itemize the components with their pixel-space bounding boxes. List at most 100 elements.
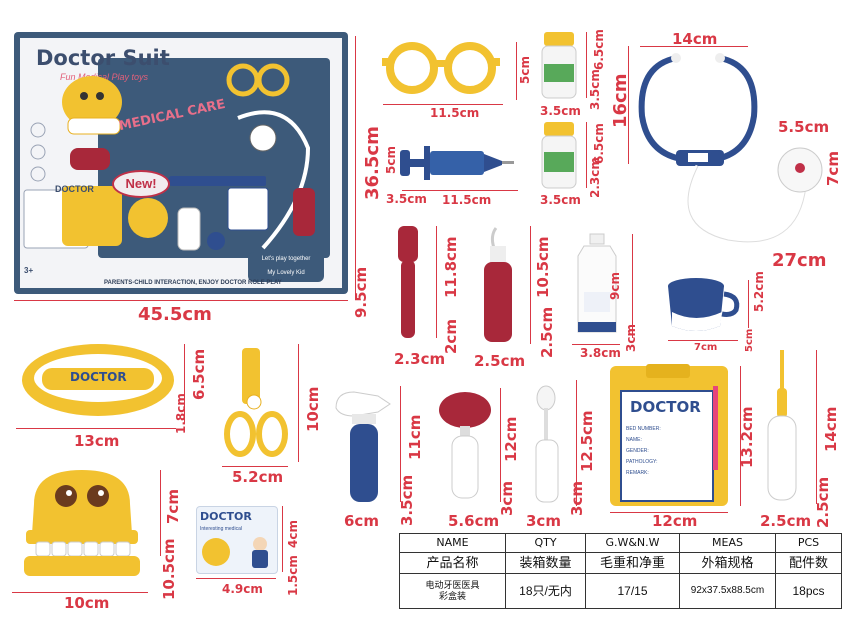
- teeth-width-dim: 10cm: [64, 594, 110, 612]
- header-pcs: PCS: [775, 533, 842, 553]
- card-height-line: [282, 506, 283, 572]
- syringe-depth-dim: 3.5cm: [386, 192, 427, 206]
- table-header-cn: 产品名称 装箱数量 毛重和净重 外箱规格 配件数: [399, 552, 842, 574]
- age-label: 3+: [24, 266, 34, 275]
- white-bottle-icon: [577, 233, 617, 333]
- clipboard-width-dim: 12cm: [652, 512, 698, 530]
- header-name-cn: 产品名称: [399, 552, 506, 574]
- header-name: NAME: [399, 533, 506, 553]
- mirror-width-dim: 3cm: [526, 512, 561, 530]
- clipboard-title: DOCTOR: [630, 398, 701, 416]
- card-subtitle: Interesting medical: [200, 526, 242, 532]
- card-width-dim: 4.9cm: [222, 582, 263, 596]
- box-width-dim: 45.5cm: [138, 304, 212, 325]
- scissors-width-line: [222, 466, 288, 467]
- clipboard-field: REMARK:: [626, 470, 649, 476]
- syringe-width-dim: 11.5cm: [442, 193, 492, 207]
- header-qty-cn: 装箱数量: [505, 552, 586, 574]
- hammer-depth-dim: 3cm: [498, 481, 516, 516]
- whitebottle-width-dim: 3.8cm: [580, 346, 621, 360]
- steth-length-dim: 27cm: [772, 250, 827, 271]
- box-tagline: PARENTS-CHILD INTERACTION, ENJOY DOCTOR …: [104, 280, 282, 286]
- mirror-height-line: [576, 380, 577, 506]
- syringe-width-line: [402, 190, 518, 191]
- box-toys-illustration: [62, 63, 315, 251]
- redbottle-depth-dim: 2.5cm: [538, 306, 556, 358]
- brand-title: Doctor Suit: [36, 46, 170, 70]
- header-qty: QTY: [505, 533, 586, 553]
- chestpiece-width-dim: 5.5cm: [778, 118, 830, 136]
- glasses-width-line: [383, 104, 503, 105]
- brand-subtitle: Fun Medical Play toys: [60, 72, 149, 82]
- cell-pcs: 18pcs: [775, 573, 842, 609]
- toothbrush-height-line: [436, 226, 437, 338]
- toothbrush-height-dim: 11.8cm: [442, 236, 460, 298]
- thermo-width-dim: 2.5cm: [760, 512, 812, 530]
- cup-icon: [668, 278, 740, 331]
- box-height-line: [355, 36, 356, 294]
- red-spray-bottle-icon: [484, 227, 512, 342]
- clipboard-fields: BED NUMBER: NAME: GENDER: PATHOLOGY: REM…: [626, 424, 661, 479]
- whitebottle-depth-dim: 3cm: [624, 324, 638, 352]
- card-depth-dim: 1.5cm: [286, 555, 300, 596]
- card-illustration: [202, 537, 268, 568]
- scissors-icon: [224, 348, 288, 457]
- teeth-height-line: [160, 470, 161, 556]
- bottle1-width-dim: 3.5cm: [540, 104, 581, 118]
- mask-width-dim: 13cm: [74, 432, 120, 450]
- cell-weight: 17/15: [585, 573, 680, 609]
- steth-width-line: [640, 46, 748, 47]
- scissors-width-dim: 5.2cm: [232, 468, 284, 486]
- bottle2-width-dim: 3.5cm: [540, 193, 581, 207]
- card-width-line: [196, 578, 276, 579]
- cell-meas: 92x37.5x88.5cm: [679, 573, 776, 609]
- redbottle-height-line: [530, 226, 531, 344]
- new-badge: New!: [112, 170, 170, 198]
- bottle2-depth-dim: 2.3cm: [588, 157, 602, 198]
- cup-height-dim: 5.2cm: [752, 271, 766, 312]
- otoscope-depth-dim: 3.5cm: [398, 474, 416, 526]
- whitebottle-height-line: [632, 234, 633, 338]
- glasses-icon: [382, 42, 500, 94]
- mask-depth-dim: 1.8cm: [174, 393, 188, 434]
- card-height-dim: 4cm: [286, 520, 300, 548]
- scissors-height-dim: 10cm: [304, 386, 322, 432]
- mask-height-line: [184, 344, 185, 424]
- whitebottle-width-line: [572, 344, 620, 345]
- hammer-height-line: [500, 388, 501, 502]
- clipboard-width-line: [610, 512, 728, 513]
- syringe-height-dim: 5cm: [384, 146, 398, 174]
- clipboard-field: BED NUMBER:: [626, 426, 661, 432]
- header-meas-cn: 外箱规格: [679, 552, 776, 574]
- header-meas: MEAS: [679, 533, 776, 553]
- clipboard-height-line: [740, 366, 741, 506]
- cup-depth-dim: 5cm: [744, 328, 755, 352]
- clipboard-sheet: [620, 390, 714, 502]
- scissors-height-line: [298, 344, 299, 462]
- glasses-width-dim: 11.5cm: [430, 106, 480, 120]
- glasses-height-line: [516, 42, 517, 100]
- table-row: 电动牙医医具 彩盒装 18只/无内 17/15 92x37.5x88.5cm 1…: [399, 573, 842, 609]
- clipboard-field: NAME:: [626, 437, 642, 443]
- header-weight: G.W&N.W: [585, 533, 680, 553]
- box-pad-label: DOCTOR: [55, 184, 94, 194]
- syringe-icon: [400, 146, 514, 180]
- toothbrush-icon: [398, 226, 418, 338]
- eye-mask-icon: [22, 344, 174, 416]
- clipboard-clip: [646, 364, 690, 378]
- thermo-height-line: [816, 350, 817, 504]
- whitebottle-height-dim: 9cm: [608, 272, 622, 300]
- clipboard-field: GENDER:: [626, 448, 649, 454]
- otoscope-icon: [335, 391, 391, 502]
- clipboard-height-dim: 13.2cm: [738, 406, 756, 468]
- steth-height-dim: 16cm: [610, 73, 631, 128]
- bottle1-depth-dim: 3.5cm: [588, 69, 602, 110]
- medicine-bottle-1-icon: [541, 32, 577, 99]
- eye-mask-label: DOCTOR: [70, 370, 127, 384]
- toothbrush-depth-dim: 2cm: [442, 319, 460, 354]
- dental-mirror-icon: [535, 385, 559, 503]
- bottle2-height-line: [586, 122, 587, 188]
- bottle1-height-dim: 6.5cm: [592, 29, 606, 70]
- header-pcs-cn: 配件数: [775, 552, 842, 574]
- banner-line-1: Let's play together: [261, 256, 311, 262]
